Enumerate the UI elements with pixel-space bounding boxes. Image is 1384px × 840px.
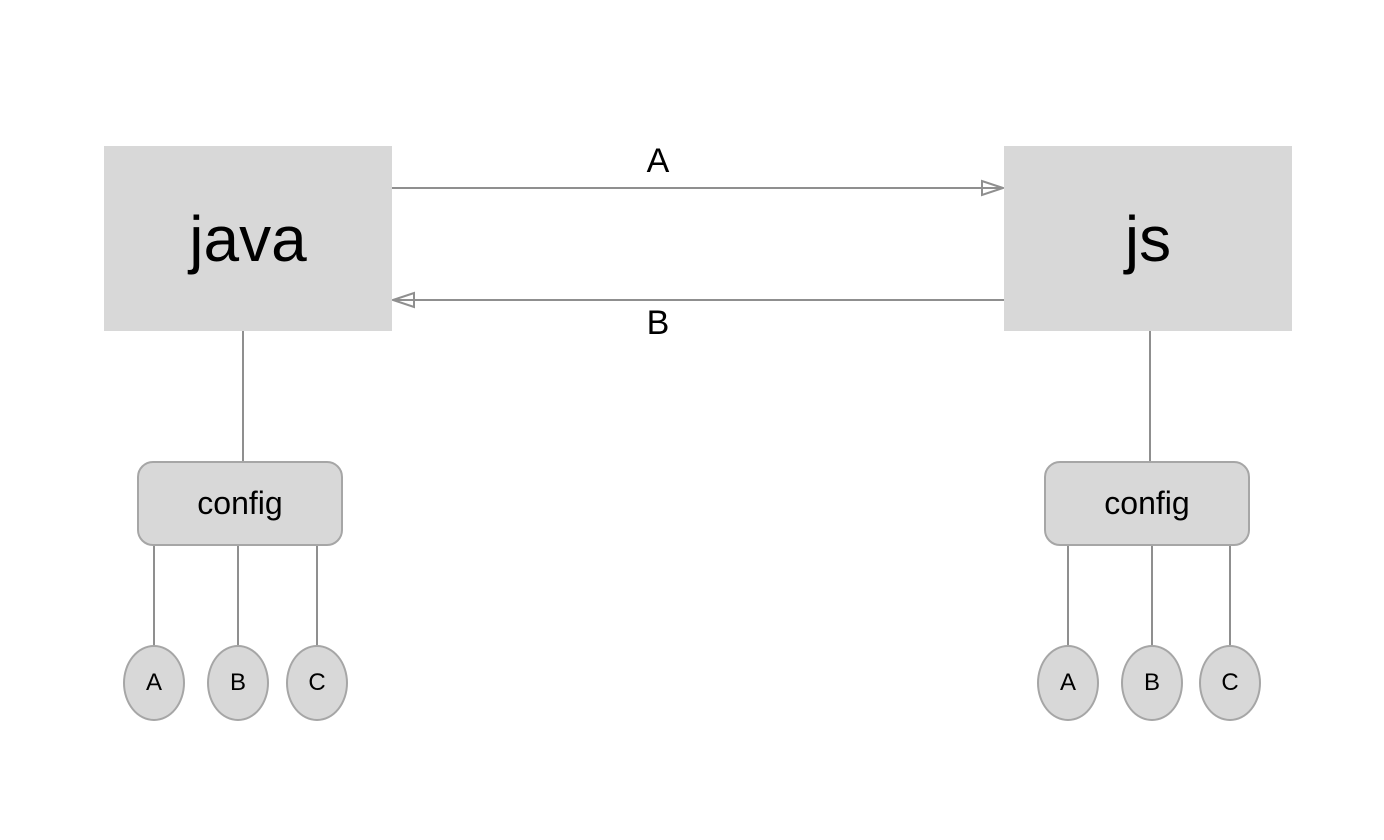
node-java: java — [104, 146, 392, 331]
node-java-config-label: config — [197, 485, 283, 521]
node-js-config-child-a: A — [1037, 645, 1099, 721]
node-js: js — [1004, 146, 1292, 331]
node-js-config-child-c-label: C — [1221, 669, 1239, 696]
node-java-config-child-b-label: B — [229, 669, 246, 696]
node-java-config-child-c-label: C — [308, 669, 326, 696]
node-js-config-child-b: B — [1121, 645, 1183, 721]
node-java-config-child-a-label: A — [145, 669, 162, 696]
node-java-config-child-c: C — [286, 645, 348, 721]
edge-label-a: A — [646, 142, 670, 180]
node-js-config: config — [1044, 461, 1250, 546]
node-java-config-child-b: B — [207, 645, 269, 721]
node-js-config-child-a-label: A — [1059, 669, 1076, 696]
node-java-config-child-a: A — [123, 645, 185, 721]
edge-label-b: B — [646, 304, 670, 342]
arrowhead-right-icon — [981, 179, 1007, 197]
node-js-config-child-b-label: B — [1143, 669, 1160, 696]
node-js-label: js — [1124, 202, 1172, 275]
node-java-label: java — [189, 202, 307, 275]
node-java-config: config — [137, 461, 343, 546]
arrowhead-left-icon — [389, 291, 415, 309]
node-js-config-child-c: C — [1199, 645, 1261, 721]
node-js-config-label: config — [1104, 485, 1190, 521]
